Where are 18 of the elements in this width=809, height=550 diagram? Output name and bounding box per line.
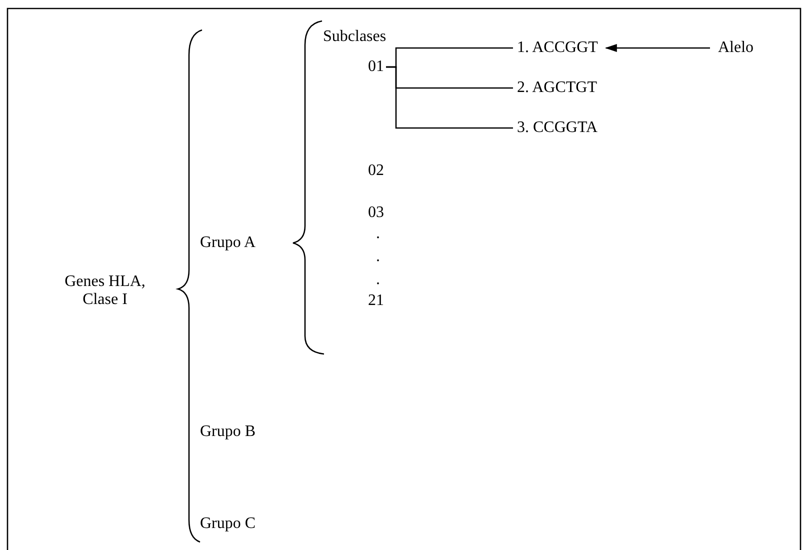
text-label: . xyxy=(376,248,380,266)
text-label: 02 xyxy=(368,162,384,180)
arrow xyxy=(604,44,710,52)
node-label: Alelo xyxy=(718,39,754,57)
text-label: 21 xyxy=(368,292,384,310)
text-label: Subclases xyxy=(323,28,386,46)
text-label: Grupo A xyxy=(200,234,256,252)
text-label: Genes HLA, Clase I xyxy=(64,273,146,309)
tree-line xyxy=(386,66,513,129)
node-label: 01 xyxy=(368,58,384,76)
node-label: 3. CCGGTA xyxy=(517,119,598,137)
text-label: Grupo B xyxy=(200,423,256,441)
text-label: . xyxy=(376,225,380,243)
node-label: 2. AGCTGT xyxy=(517,79,597,97)
text-label: 03 xyxy=(368,204,384,222)
text-label: . xyxy=(376,271,380,289)
text-label: Grupo C xyxy=(200,515,256,533)
node-label: 1. ACCGGT xyxy=(517,39,598,57)
